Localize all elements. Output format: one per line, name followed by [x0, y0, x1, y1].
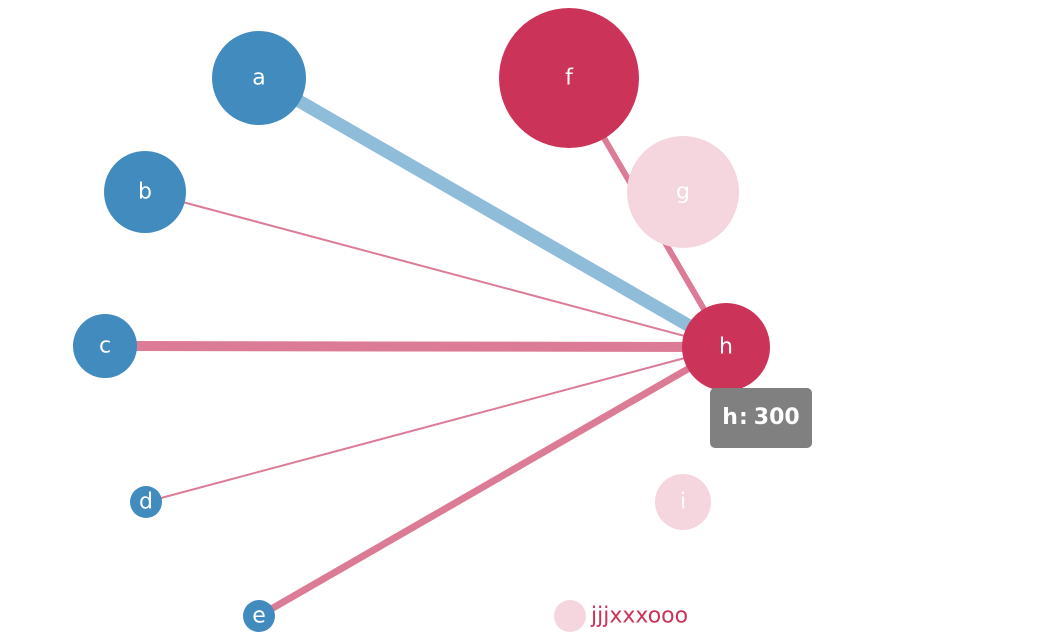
node-h[interactable]: h — [682, 303, 770, 391]
node-label-a: a — [252, 66, 265, 91]
node-label-c: c — [99, 334, 111, 359]
tooltip-separator: : — [738, 405, 748, 430]
node-circle-b[interactable] — [104, 151, 186, 233]
node-c[interactable]: c — [73, 314, 137, 378]
node-g[interactable]: g — [627, 136, 739, 248]
tooltip-value: 300 — [753, 405, 800, 430]
node-label-b: b — [138, 180, 152, 205]
link-b-h — [144, 191, 727, 348]
link-c-h — [104, 341, 727, 352]
node-f[interactable]: f — [499, 8, 639, 148]
node-label-f: f — [565, 66, 574, 91]
node-label-d: d — [139, 490, 153, 515]
node-label-g: g — [676, 180, 690, 205]
node-e[interactable]: e — [243, 600, 275, 632]
node-circle-a[interactable] — [212, 31, 306, 125]
node-a[interactable]: a — [212, 31, 306, 125]
node-circle-i[interactable] — [655, 474, 711, 530]
node-circle-f[interactable] — [499, 8, 639, 148]
node-circle-g[interactable] — [627, 136, 739, 248]
link-e-h — [257, 343, 728, 620]
legend-swatch[interactable] — [554, 600, 586, 632]
node-tooltip: h:300 — [710, 388, 812, 448]
node-label-e: e — [252, 604, 266, 629]
link-d-h — [145, 346, 727, 503]
node-circle-e[interactable] — [243, 600, 275, 632]
tooltip-name: h — [722, 405, 738, 430]
legend[interactable]: jjjxxxooo — [554, 600, 688, 632]
legend-label[interactable]: jjjxxxooo — [590, 604, 688, 629]
node-circle-d[interactable] — [130, 486, 162, 518]
links-layer — [104, 72, 730, 620]
node-label-h: h — [719, 335, 733, 360]
node-i[interactable]: i — [655, 474, 711, 530]
node-circle-h[interactable] — [682, 303, 770, 391]
node-b[interactable]: b — [104, 151, 186, 233]
node-d[interactable]: d — [130, 486, 162, 518]
node-label-i: i — [680, 490, 686, 515]
link-a-h — [255, 72, 730, 353]
nodes-layer: a b c d e f g h i — [73, 8, 770, 632]
node-circle-c[interactable] — [73, 314, 137, 378]
